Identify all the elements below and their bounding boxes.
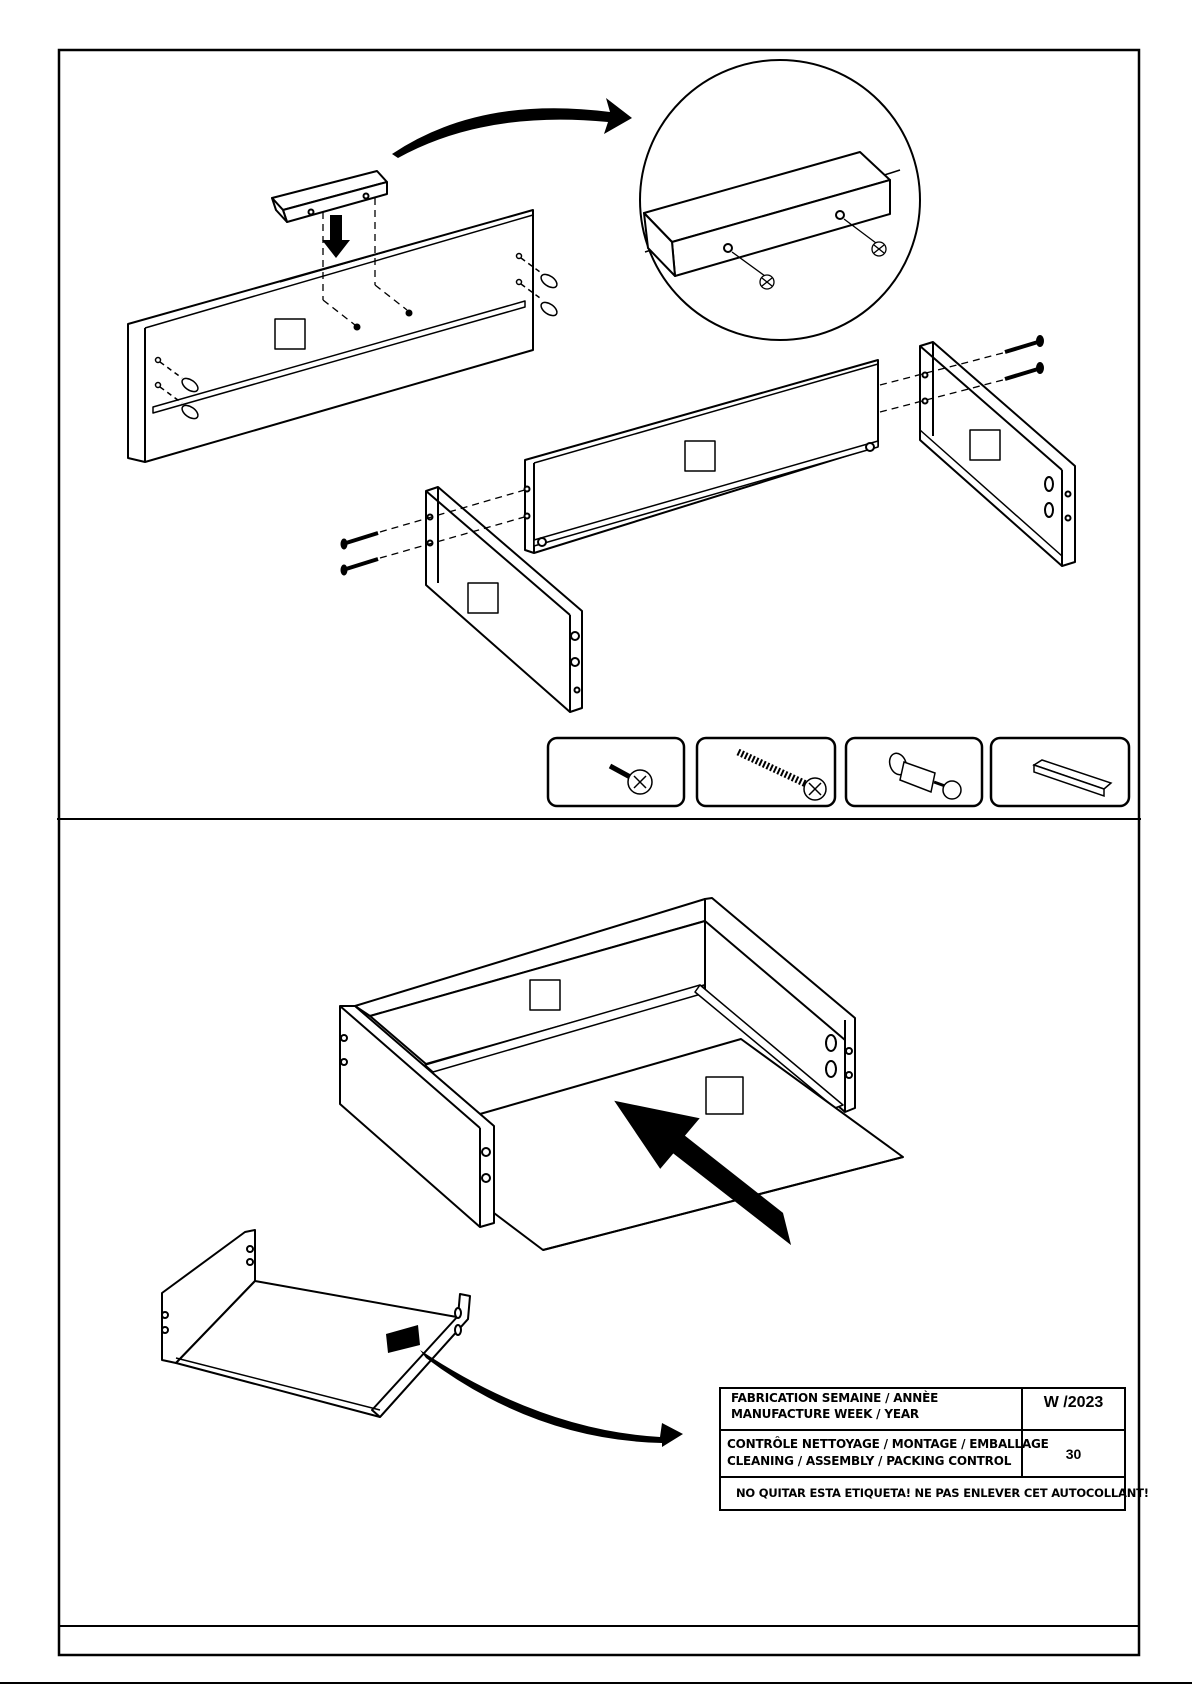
right-screws [1005, 336, 1043, 379]
zoom-detail [640, 60, 920, 340]
drawer-box [340, 898, 903, 1250]
label-row2-line2: CLEANING / ASSEMBLY / PACKING CONTROL [727, 1454, 1011, 1469]
label-row1-line2: MANUFACTURE WEEK / YEAR [731, 1407, 919, 1422]
label-arrow [420, 1350, 683, 1447]
left-screws [341, 533, 378, 575]
label-row3: NO QUITAR ESTA ETIQUETA! NE PAS ENLEVER … [736, 1486, 1149, 1501]
label-row2-value: 30 [1022, 1446, 1125, 1462]
down-arrow-icon [322, 215, 350, 258]
right-side-panel [920, 342, 1075, 566]
label-row1-value: W /2023 [1022, 1394, 1125, 1412]
label-row1-line1: FABRICATION SEMAINE / ANNÈE [731, 1391, 938, 1406]
zoom-arrow [392, 98, 632, 158]
drawer-underside [162, 1230, 470, 1417]
label-row2-line1: CONTRÔLE NETTOYAGE / MONTAGE / EMBALLAGE [727, 1437, 1049, 1452]
handle-bracket [272, 171, 387, 222]
back-panel [525, 360, 879, 553]
